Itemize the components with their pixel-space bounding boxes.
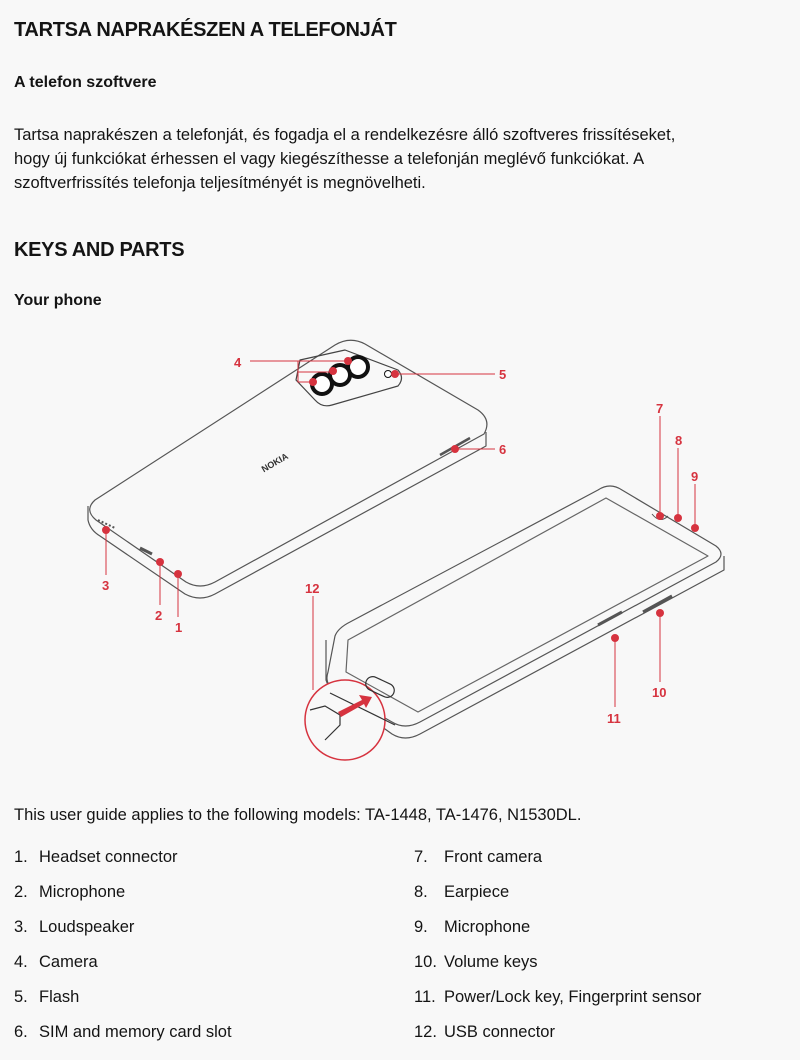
item-label: Microphone [39,883,126,901]
item-number: 3. [14,918,28,936]
item-number: 6. [14,1023,28,1041]
item-label: Front camera [444,848,543,866]
item-number: 4. [14,953,28,971]
item-label: Earpiece [444,883,510,901]
item-number: 8. [414,883,428,901]
item-number: 5. [14,988,28,1006]
subtitle-your-phone: Your phone [14,292,102,309]
item-number: 1. [14,848,28,866]
paragraph-line: hogy új funkciókat érhessen el vagy kieg… [14,150,645,168]
nokia-logo: NOKIA [260,451,291,474]
callout-4: 4 [234,355,242,370]
item-number: 2. [14,883,28,901]
software-paragraph: Tartsa naprakészen a telefonját, és foga… [14,123,794,195]
camera-module [295,349,403,407]
callout-10: 10 [652,685,666,700]
callout-2: 2 [155,608,162,623]
paragraph-line: Tartsa naprakészen a telefonját, és foga… [14,126,676,144]
item-label: SIM and memory card slot [39,1023,232,1041]
item-label: Microphone [444,918,531,936]
callout-dots [102,357,699,642]
item-label: Camera [39,953,98,971]
list-item: 5. Flash [14,986,232,1021]
callout-9: 9 [691,469,698,484]
list-item: 12. USB connector [414,1021,701,1056]
item-label: Flash [39,988,80,1006]
models-text: This user guide applies to the following… [14,806,582,824]
list-item: 3. Loudspeaker [14,916,232,951]
phone-diagram: NOKIA 1 2 [87,339,725,761]
callout-1: 1 [175,620,182,635]
back-phone-outline [89,339,488,587]
item-label: Headset connector [39,848,178,866]
list-item: 6. SIM and memory card slot [14,1021,232,1056]
callout-12: 12 [305,581,319,596]
list-item: 11. Power/Lock key, Fingerprint sensor [414,986,701,1021]
list-item: 10. Volume keys [414,951,701,986]
section-title-keys-parts: KEYS AND PARTS [14,239,185,261]
list-item: 1. Headset connector [14,846,232,881]
callout-7: 7 [656,401,663,416]
item-number: 9. [414,918,428,936]
parts-list-right: 7. Front camera 8. Earpiece 9. Microphone 1… [414,846,701,1056]
parts-list-left: 1. Headset connector 2. Microphone 3. Louds… [14,846,232,1056]
paragraph-line: szoftverfrissítés telefonja teljesítmény… [14,174,426,192]
plug-arrow-icon [338,695,372,717]
item-label: Volume keys [444,953,538,971]
callout-8: 8 [675,433,682,448]
item-number: 10. [414,953,437,971]
front-phone-outline [326,485,722,727]
list-item: 8. Earpiece [414,881,701,916]
item-number: 7. [414,848,428,866]
section-title-software: TARTSA NAPRAKÉSZEN A TELEFONJÁT [14,19,397,41]
item-label: Power/Lock key, Fingerprint sensor [444,988,702,1006]
callout-5: 5 [499,367,506,382]
usb-port [365,676,395,698]
list-item: 4. Camera [14,951,232,986]
list-item: 7. Front camera [414,846,701,881]
item-number: 11. [414,988,436,1006]
item-number: 12. [414,1023,437,1041]
callout-6: 6 [499,442,506,457]
list-item: 9. Microphone [414,916,701,951]
callout-3: 3 [102,578,109,593]
subtitle-software: A telefon szoftvere [14,74,157,91]
item-label: USB connector [444,1023,555,1041]
list-item: 2. Microphone [14,881,232,916]
item-label: Loudspeaker [39,918,135,936]
callout-11: 11 [607,711,621,726]
